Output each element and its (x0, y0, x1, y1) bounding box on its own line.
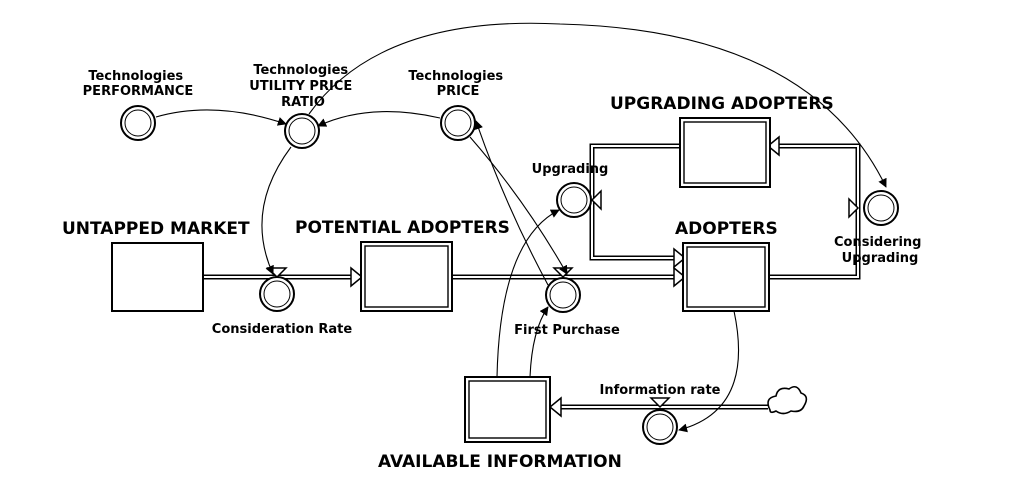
link-upr-to-considering-upgrading (308, 22, 887, 188)
link-performance-to-upr (155, 109, 287, 126)
stock-adopters (682, 242, 770, 312)
link-upr-to-consideration (261, 146, 292, 275)
var-considering-upgrading (863, 190, 899, 226)
stock-potential-adopters (360, 241, 453, 312)
valve-information (649, 397, 671, 409)
var-tech-utility-price-ratio (284, 113, 320, 149)
label-tech-performance: Technologies PERFORMANCE (83, 69, 194, 99)
var-tech-performance (120, 105, 156, 141)
link-adopters-to-info-rate (678, 310, 740, 433)
stock-label-available-information: AVAILABLE INFORMATION (378, 452, 622, 472)
label-consideration-rate: Consideration Rate (212, 322, 353, 337)
link-price-to-first-purchase (469, 136, 568, 275)
info-links (155, 22, 887, 433)
link-first-purchase-to-price (474, 120, 549, 286)
label-tech-price: Technologies PRICE (408, 69, 507, 99)
label-first-purchase: First Purchase (514, 323, 620, 338)
stock-label-potential-adopters: POTENTIAL ADOPTERS (295, 218, 510, 238)
label-considering-upgrading: Considering Upgrading (834, 235, 926, 266)
link-info-to-upgrading (496, 209, 560, 378)
flow-arrowheads (350, 135, 780, 418)
valve-upgrading (590, 189, 602, 211)
stock-label-untapped-market: UNTAPPED MARKET (62, 219, 250, 239)
label-upgrading: Upgrading (532, 162, 609, 177)
var-information-rate (642, 409, 678, 445)
link-price-to-upr (317, 111, 441, 127)
var-upgrading (556, 182, 592, 218)
link-info-to-first-purchase (529, 306, 549, 378)
stock-untapped-market (111, 242, 204, 312)
stock-label-upgrading-adopters: UPGRADING ADOPTERS (610, 94, 834, 114)
var-consideration-rate (259, 276, 295, 312)
var-first-purchase (545, 277, 581, 313)
label-information-rate: Information rate (599, 383, 720, 398)
stock-available-information (464, 376, 551, 443)
label-tech-utility-price-ratio: Technologies UTILITY PRICE RATIO (249, 63, 357, 110)
valve-considering-upgrading (848, 197, 860, 219)
var-tech-price (440, 105, 476, 141)
stock-label-adopters: ADOPTERS (675, 219, 778, 239)
cloud-source-icon (767, 385, 808, 415)
stock-upgrading-adopters (679, 117, 771, 188)
